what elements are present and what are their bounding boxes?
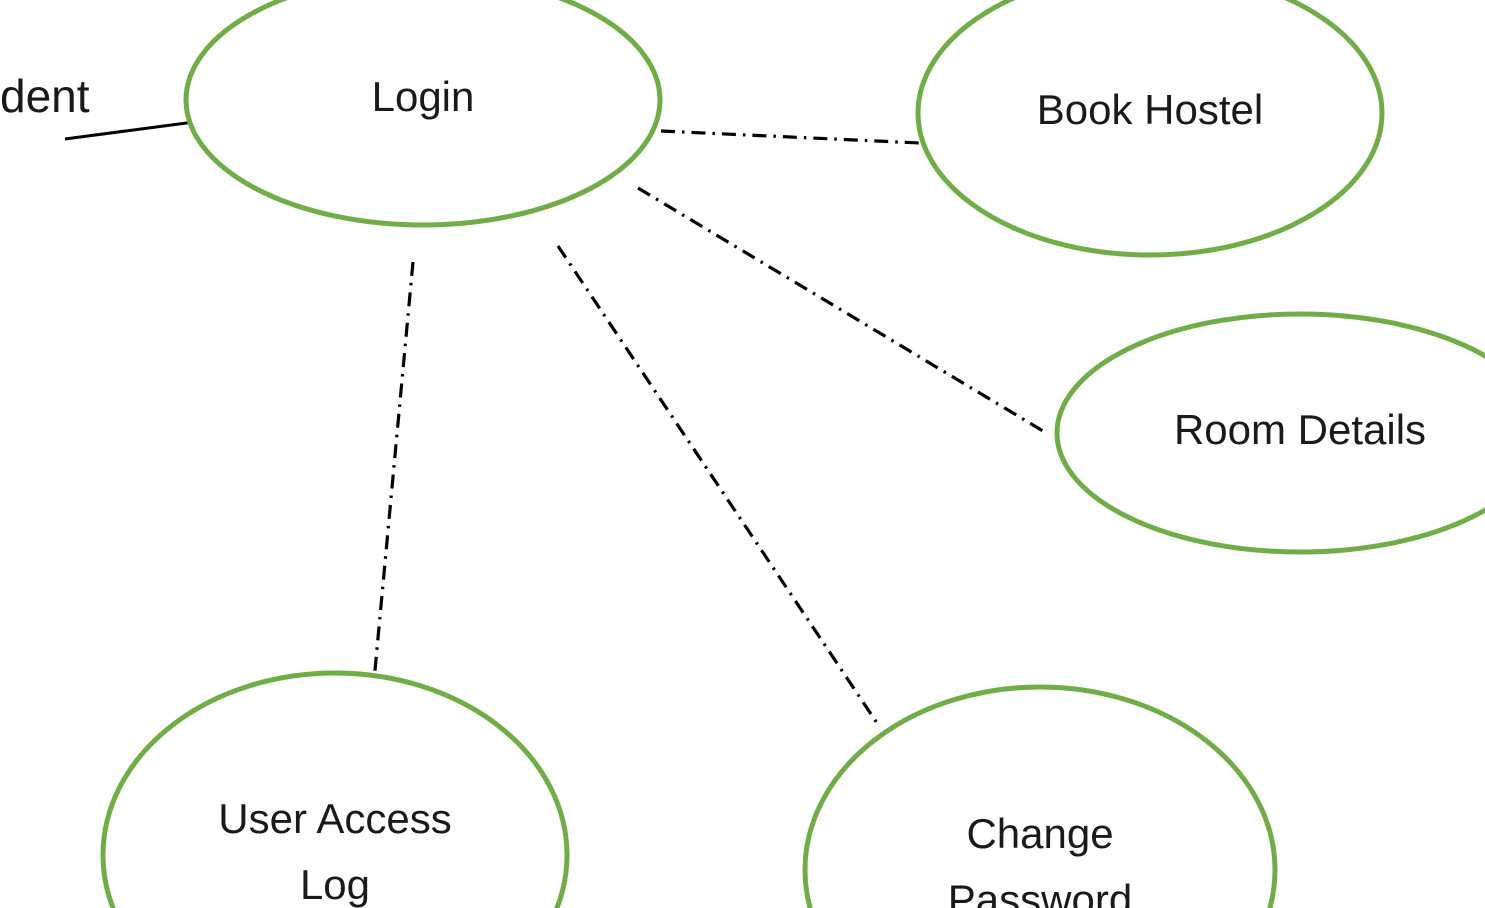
use-case-login-ellipse[interactable] — [183, 0, 663, 228]
connector-student-to-login[interactable] — [64, 120, 195, 141]
actor-student-label: dent — [0, 70, 90, 122]
use-case-book-hostel-ellipse[interactable] — [915, 0, 1385, 258]
label-line: Login — [372, 73, 475, 120]
use-case-room-details-label: Room Details — [1174, 406, 1426, 453]
actor-layer: dent — [0, 70, 90, 122]
use-case-room-details[interactable]: Room Details — [1054, 311, 1485, 555]
label-line: Log — [300, 861, 370, 908]
label-line: Book Hostel — [1037, 86, 1263, 133]
connector-login-to-user-access-log[interactable] — [372, 261, 415, 682]
use-case-room-details-ellipse[interactable] — [1054, 311, 1485, 555]
use-case-book-hostel[interactable]: Book Hostel — [915, 0, 1385, 258]
label-line: Password — [948, 876, 1132, 908]
use-case-change-password-ellipse[interactable] — [802, 684, 1278, 908]
label-line: Change — [966, 810, 1113, 857]
use-case-login[interactable]: Login — [183, 0, 663, 228]
connector-login-to-book-hostel[interactable] — [660, 129, 921, 145]
label-line: User Access — [218, 795, 451, 842]
connector-login-to-room-details[interactable] — [637, 186, 1049, 436]
use-case-layer: Login Book Hostel Room Details User Acce… — [100, 0, 1485, 908]
use-case-user-access-log-ellipse[interactable] — [100, 670, 570, 908]
connector-layer — [64, 120, 1049, 727]
use-case-login-label: Login — [372, 73, 475, 120]
label-line: Room Details — [1174, 406, 1426, 453]
connector-login-to-change-password[interactable] — [556, 245, 881, 727]
use-case-book-hostel-label: Book Hostel — [1037, 86, 1263, 133]
